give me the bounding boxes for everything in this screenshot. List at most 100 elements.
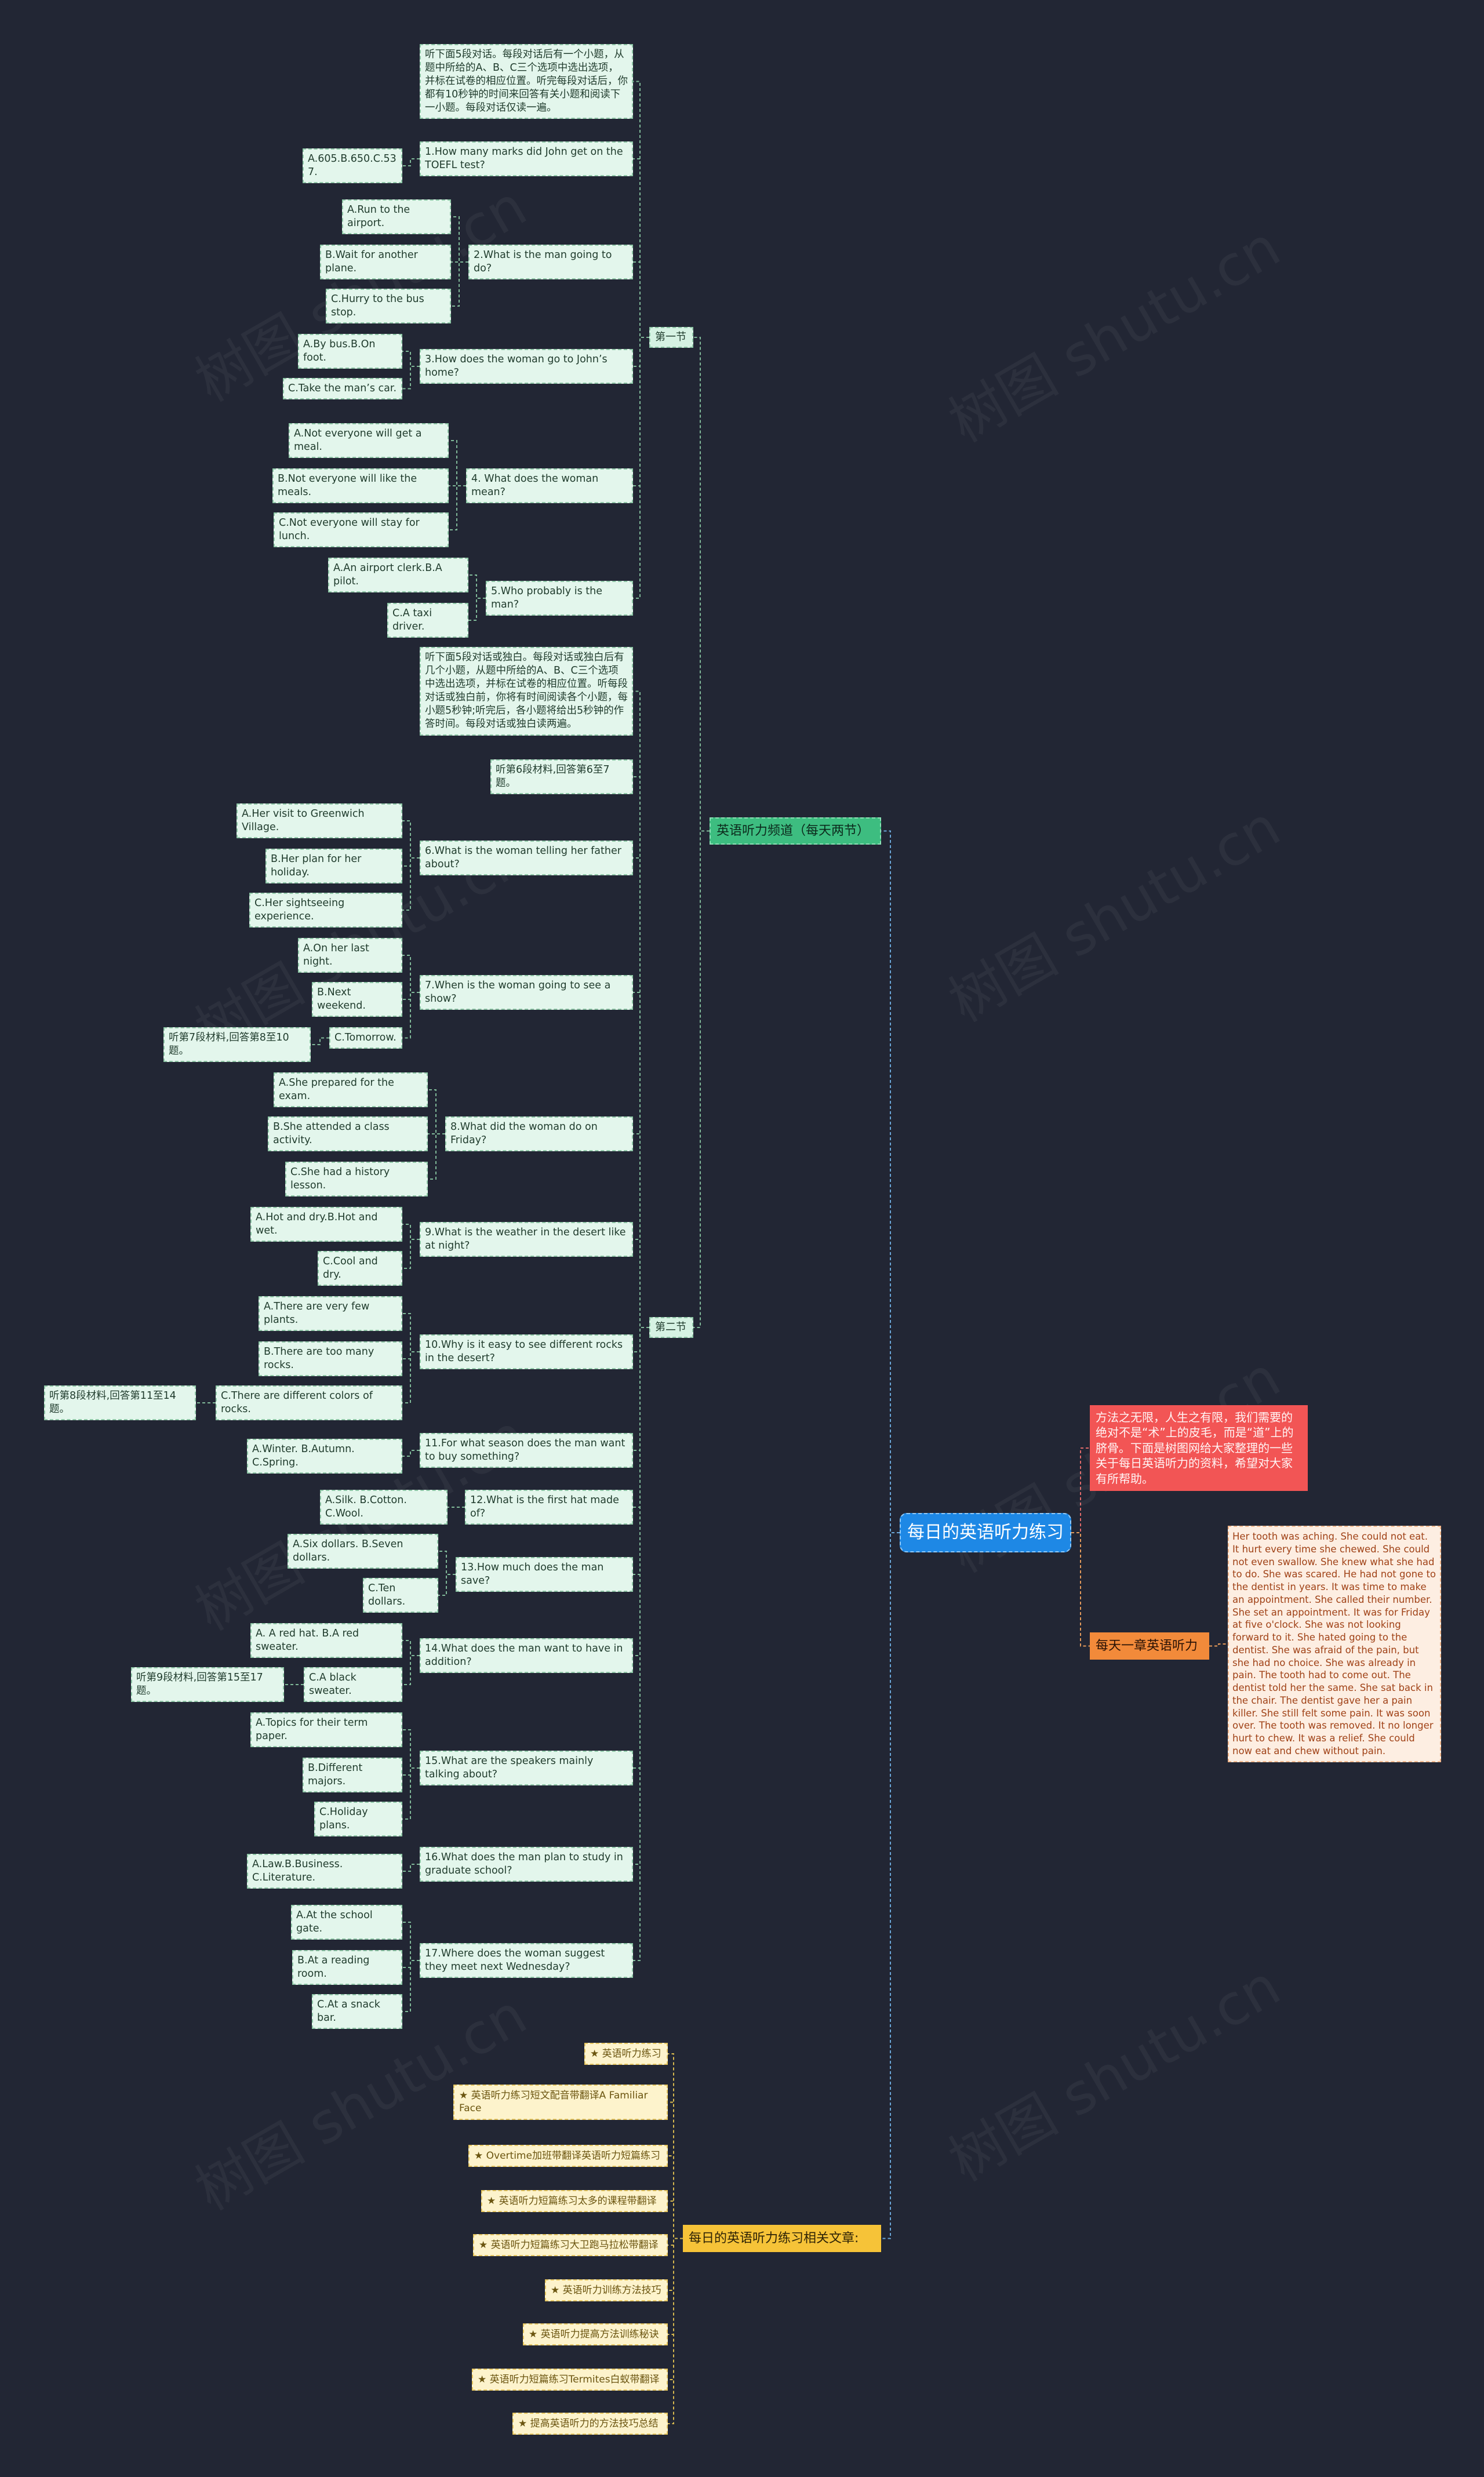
related-article-link[interactable]: ★ 英语听力短篇练习Termites白蚁带翻译 [472,2369,668,2391]
question-8-option-b[interactable]: B.She attended a class activity. [268,1116,428,1152]
branch-intro-text[interactable]: 方法之无限，人生之有限，我们需要的绝对不是“术”上的皮毛，而是“道”上的脐骨。下… [1090,1405,1308,1491]
connector-line [633,1239,649,1328]
section-1-label[interactable]: 第一节 [649,327,693,348]
connector-line [451,261,468,307]
question-1-options[interactable]: A.605.B.650.C.537. [303,148,402,184]
connector-line [668,2053,683,2239]
question-16-options[interactable]: A.Law.B.Business. C.Literature. [247,1854,402,1889]
section-2-intro: 听下面5段对话或独白。每段对话或独白后有几个小题，从题中所给的A、B、C三个选项… [420,647,633,736]
connector-line [668,2238,683,2335]
related-article-link[interactable]: ★ Overtime加班带翻译英语听力短篇练习 [468,2145,668,2167]
question-10[interactable]: 10.Why is it easy to see different rocks… [420,1334,633,1370]
question-5-options-ab[interactable]: A.An airport clerk.B.A pilot. [328,558,468,593]
question-10-option-a[interactable]: A.There are very few plants. [259,1296,402,1332]
question-4-option-b[interactable]: B.Not everyone will like the meals. [272,468,449,504]
question-14-options-ab[interactable]: A. A red hat. B.A red sweater. [250,1623,402,1658]
question-4[interactable]: 4. What does the woman mean? [466,468,633,504]
connector-line [402,1239,420,1269]
question-8-option-c[interactable]: C.She had a history lesson. [285,1162,428,1197]
question-9-options-ab[interactable]: A.Hot and dry.B.Hot and wet. [250,1207,402,1242]
question-16[interactable]: 16.What does the man plan to study in gr… [420,1847,633,1882]
question-17-option-c[interactable]: C.At a snack bar. [312,1994,402,2029]
section-2-label[interactable]: 第二节 [649,1317,693,1338]
question-6-option-b[interactable]: B.Her plan for her holiday. [265,849,402,884]
question-6-option-a[interactable]: A.Her visit to Greenwich Village. [237,803,402,839]
connector-line [402,820,420,859]
question-13[interactable]: 13.How much does the man save? [456,1557,633,1592]
question-4-option-c[interactable]: C.Not everyone will stay for lunch. [274,512,449,548]
connector-line [633,857,649,1328]
question-2[interactable]: 2.What is the man going to do? [468,245,633,280]
question-17-option-a[interactable]: A.At the school gate. [291,1905,402,1940]
question-7-option-b[interactable]: B.Next weekend. [312,982,402,1017]
connector-line [693,337,710,832]
question-15[interactable]: 15.What are the speakers mainly talking … [420,1751,633,1786]
connector-line [668,2101,683,2239]
branch-daily-chapter[interactable]: 每天一章英语听力 [1090,1632,1209,1660]
question-2-option-b[interactable]: B.Wait for another plane. [320,245,451,280]
section-1-intro: 听下面5段对话。每段对话后有一个小题，从题中所给的A、B、C三个选项中选出选项，… [420,44,633,119]
question-5-option-c[interactable]: C.A taxi driver. [387,603,468,638]
related-article-link[interactable]: ★ 英语听力提高方法训练秘诀 [523,2323,668,2346]
question-17-option-b[interactable]: B.At a reading room. [292,1950,402,1985]
related-article-link[interactable]: ★ 英语听力练习 [584,2043,668,2065]
question-3-options-ab[interactable]: A.By bus.B.On foot. [298,334,402,369]
question-15-option-a[interactable]: A.Topics for their term paper. [250,1712,402,1748]
question-1[interactable]: 1.How many marks did John get on the TOE… [420,141,633,177]
branch-listening-channel[interactable]: 英语听力频道（每天两节） [710,817,881,845]
connector-line [633,337,649,367]
related-article-link[interactable]: ★ 提高英语听力的方法技巧总结 [512,2413,668,2435]
question-5[interactable]: 5.Who probably is the man? [486,581,633,616]
connector-line [402,1922,420,1961]
connector-line [449,440,466,486]
connector-line [402,1351,420,1403]
connector-line [402,1729,420,1769]
question-12-options[interactable]: A.Silk. B.Cotton. C.Wool. [320,1490,448,1525]
question-13-options-ab[interactable]: A.Six dollars. B.Seven dollars. [288,1534,438,1569]
question-15-option-b[interactable]: B.Different majors. [303,1758,402,1793]
question-11-options[interactable]: A.Winter. B.Autumn. C.Spring. [247,1439,402,1474]
question-8-option-a[interactable]: A.She prepared for the exam. [274,1072,428,1108]
root-topic[interactable]: 每日的英语听力练习 [900,1513,1071,1552]
question-7-option-a[interactable]: A.On her last night. [298,938,402,973]
connector-line [402,351,420,367]
question-10-option-b[interactable]: B.There are too many rocks. [259,1341,402,1377]
question-3[interactable]: 3.How does the woman go to John’s home? [420,349,633,384]
question-3-option-c[interactable]: C.Take the man’s car. [283,378,402,400]
connector-line [402,1655,420,1685]
connector-line [428,1133,445,1180]
connector-line [438,1551,456,1575]
question-17[interactable]: 17.Where does the woman suggest they mee… [420,1943,633,1978]
related-article-link[interactable]: ★ 英语听力练习短文配音带翻译A Familiar Face [453,2085,668,2120]
related-article-link[interactable]: ★ 英语听力短篇练习太多的课程带翻译 [481,2190,668,2213]
branch-related-articles[interactable]: 每日的英语听力练习相关文章: [683,2225,881,2253]
question-4-option-a[interactable]: A.Not everyone will get a meal. [289,423,449,459]
question-9[interactable]: 9.What is the weather in the desert like… [420,1222,633,1257]
connector-line [633,81,649,338]
connector-line [633,1327,649,1656]
question-6[interactable]: 6.What is the woman telling her father a… [420,841,633,876]
question-9-option-c[interactable]: C.Cool and dry. [318,1251,402,1286]
related-article-link[interactable]: ★ 英语听力训练方法技巧 [545,2279,668,2302]
related-article-link[interactable]: ★ 英语听力短篇练习大卫跑马拉松带翻译 [473,2234,668,2257]
question-7[interactable]: 7.When is the woman going to see a show? [420,975,633,1010]
question-2-option-c[interactable]: C.Hurry to the bus stop. [326,289,451,324]
connector-line [633,1327,649,1961]
question-13-option-c[interactable]: C.Ten dollars. [363,1578,438,1613]
question-6-option-c[interactable]: C.Her sightseeing experience. [249,893,402,928]
question-15-option-c[interactable]: C.Holiday plans. [314,1802,402,1837]
question-12[interactable]: 12.What is the first hat made of? [465,1490,633,1525]
question-7-option-c[interactable]: C.Tomorrow. [329,1027,402,1049]
question-10-option-c[interactable]: C.There are different colors of rocks. [216,1385,402,1421]
question-14[interactable]: 14.What does the man want to have in add… [420,1638,633,1674]
connector-line [402,857,420,911]
connector-line [402,1450,420,1457]
question-14-option-c[interactable]: C.A black sweater. [304,1667,402,1703]
connector-line [633,1327,649,1451]
question-2-option-a[interactable]: A.Run to the airport. [342,199,451,235]
connector-line [633,776,649,1328]
material-9-note: 听第9段材料,回答第15至17题。 [131,1667,284,1703]
question-8[interactable]: 8.What did the woman do on Friday? [445,1116,633,1152]
question-11[interactable]: 11.For what season does the man want to … [420,1433,633,1468]
